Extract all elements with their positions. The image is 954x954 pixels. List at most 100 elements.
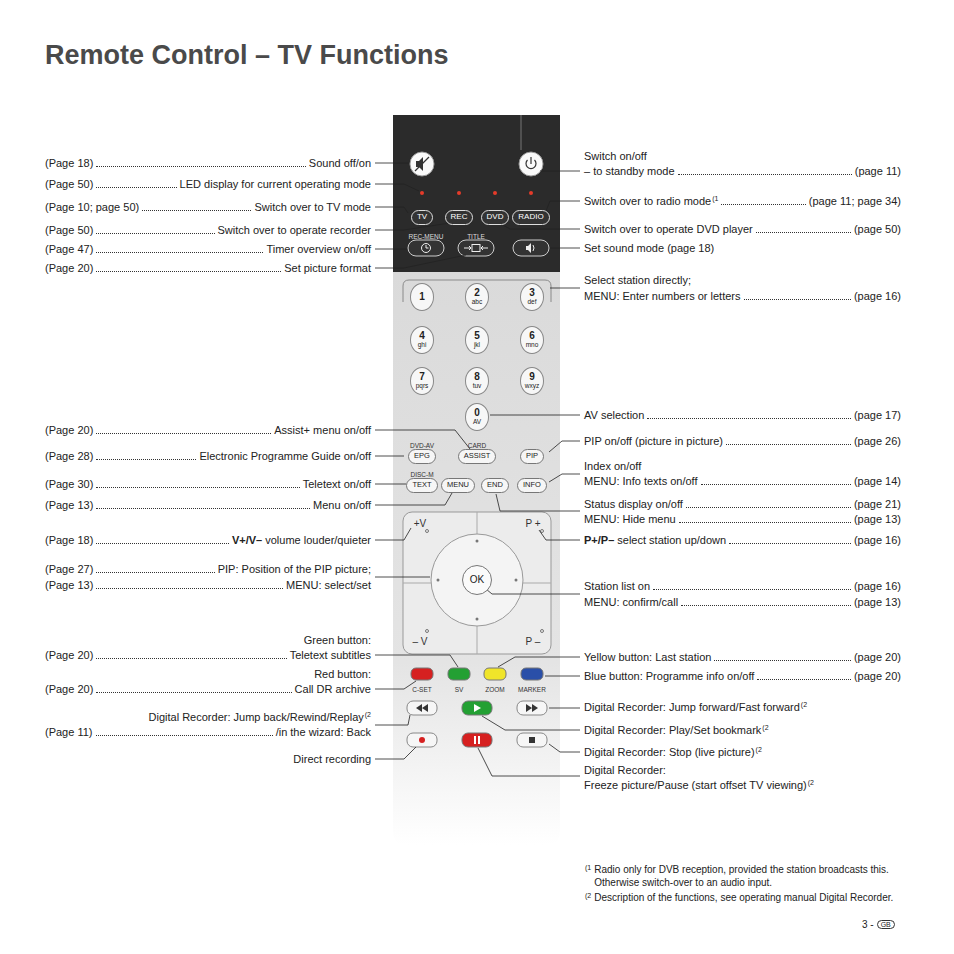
footnote-mark: (1 — [585, 863, 591, 872]
callout-text: (Page 27) — [45, 562, 93, 576]
callout-group: (page 20) — [854, 650, 901, 664]
callout-group: Digital Recorder: Jump forward/Fast forw… — [584, 700, 807, 714]
button-caption-wrap: TITLE — [467, 226, 485, 242]
callout-group: (page 16) — [854, 289, 901, 303]
callout-text: Green button: — [304, 633, 371, 647]
button-label: TEXT — [412, 481, 431, 489]
callout-group: Digital Recorder: Jump back/Rewind/Repla… — [149, 710, 371, 724]
callout-group: (page 26) — [854, 434, 901, 448]
callout-text: AV selection — [584, 408, 644, 422]
button-label: ASSIST — [464, 452, 491, 460]
button-caption-wrap: ZOOM — [485, 679, 505, 695]
button-label: 3 — [529, 288, 535, 298]
callout-group: Switch over to TV mode — [254, 200, 371, 214]
callout-group: Blue button: Programme info on/off — [584, 669, 754, 683]
button-label: RADIO — [518, 213, 543, 221]
callout-group: MENU: Hide menu — [584, 512, 676, 526]
callout-text: (page 13) — [854, 595, 901, 609]
button-label: AV — [473, 419, 481, 426]
callout-group: (page 20) — [854, 669, 901, 683]
callout-group: (Page 11) — [45, 725, 93, 739]
button: TEXT — [406, 478, 437, 493]
callout-group: (page 50) — [854, 222, 901, 236]
callout-group: (Page 20) — [45, 261, 93, 275]
callout-text: MENU: select/set — [286, 578, 371, 592]
button-label: DVD — [487, 213, 504, 221]
button-label: 9 — [529, 372, 535, 382]
button-caption-wrap: REC-MENU — [408, 226, 443, 242]
callout-group: Teletext subtitles — [290, 648, 371, 662]
callout-group: (page 17) — [854, 408, 901, 422]
button-label: PIP — [526, 452, 538, 460]
callout-text: V+/V– — [232, 533, 262, 547]
dot-leader — [96, 459, 196, 460]
callout-text: (Page 50) — [45, 223, 93, 237]
callout-text: (2 — [801, 700, 807, 709]
button: END — [481, 478, 509, 493]
callout-text: (1 — [712, 194, 718, 203]
callout-text: (page 26) — [854, 434, 901, 448]
callout-group: Menu on/off — [313, 498, 371, 512]
remote-body — [393, 115, 560, 845]
dot-leader — [96, 658, 286, 659]
callout-group: Direct recording — [293, 752, 371, 766]
callout-group: (Page 13) — [45, 498, 93, 512]
callout-group: (page 11; page 34) — [809, 194, 901, 208]
callout-text: (Page 20) — [45, 423, 93, 437]
callout-text: (2 — [756, 745, 762, 754]
callout-text: Set picture format — [284, 261, 371, 275]
callout-text: (page 16) — [854, 533, 901, 547]
callout-group: (Page 10; page 50) — [45, 200, 139, 214]
callout-group: PIP on/off (picture in picture) — [584, 434, 723, 448]
dot-leader — [96, 543, 229, 544]
callout-text: Switch over to operate recorder — [218, 223, 371, 237]
callout-group: Index on/off — [584, 459, 641, 473]
dot-leader — [756, 232, 851, 233]
callout-group: MENU: select/set — [286, 578, 371, 592]
callout-group: Set picture format — [284, 261, 371, 275]
button: 2abc — [465, 283, 489, 311]
button: 9wxyz — [520, 367, 544, 395]
dot-leader — [96, 166, 306, 167]
button: DVD — [481, 210, 510, 225]
button-label: EPG — [414, 452, 430, 460]
callout-group: Set sound mode (page 18) — [584, 241, 714, 255]
callout-group: (page 13) — [854, 595, 901, 609]
button-label: wxyz — [525, 383, 539, 390]
callout-group: (page 16) — [854, 533, 901, 547]
dot-leader — [96, 271, 281, 272]
callout-group: (Page 18) — [45, 156, 93, 170]
footnote-text: Description of the functions, see operat… — [594, 891, 893, 904]
callout-text: Digital Recorder: Play/Set bookmark — [584, 723, 761, 737]
button: 6mno — [520, 326, 544, 354]
callout-text: (Page 13) — [45, 578, 93, 592]
button-caption-wrap: C-SET — [412, 679, 432, 695]
dot-leader — [647, 418, 851, 419]
callout-text: – to standby mode — [584, 164, 675, 178]
callout-text: MENU: Hide menu — [584, 512, 676, 526]
button: 5jkl — [465, 326, 489, 354]
callout-text: (Page 47) — [45, 242, 93, 256]
callout-text: (Page 20) — [45, 261, 93, 275]
callout-text: Timer overview on/off — [266, 242, 371, 256]
callout-text: (page 13) — [854, 512, 901, 526]
callout-text: Sound off/on — [309, 156, 371, 170]
remote-top — [393, 115, 560, 272]
format-button — [458, 240, 494, 256]
callout-text: (Page 50) — [45, 177, 93, 191]
callout-text: (page 17) — [854, 408, 901, 422]
callout-text: volume louder/quieter — [265, 533, 371, 547]
callout-group: Teletext on/off — [303, 477, 371, 491]
button-label: 2 — [474, 288, 480, 298]
button-caption: ZOOM — [485, 686, 505, 693]
callout-text: PIP: Position of the PIP picture; — [218, 562, 371, 576]
callout-text: Station list on — [584, 579, 650, 593]
button: PIP — [520, 449, 544, 464]
callout-group: Digital Recorder: Play/Set bookmark(2 — [584, 723, 769, 737]
callout-text: Switch over to operate DVD player — [584, 222, 753, 236]
button-caption: SV — [455, 686, 464, 693]
callout-text: MENU: Enter numbers or letters — [584, 289, 741, 303]
callout-group: (Page 30) — [45, 477, 93, 491]
button-label: 7 — [419, 372, 425, 382]
button-label: INFO — [523, 481, 541, 489]
